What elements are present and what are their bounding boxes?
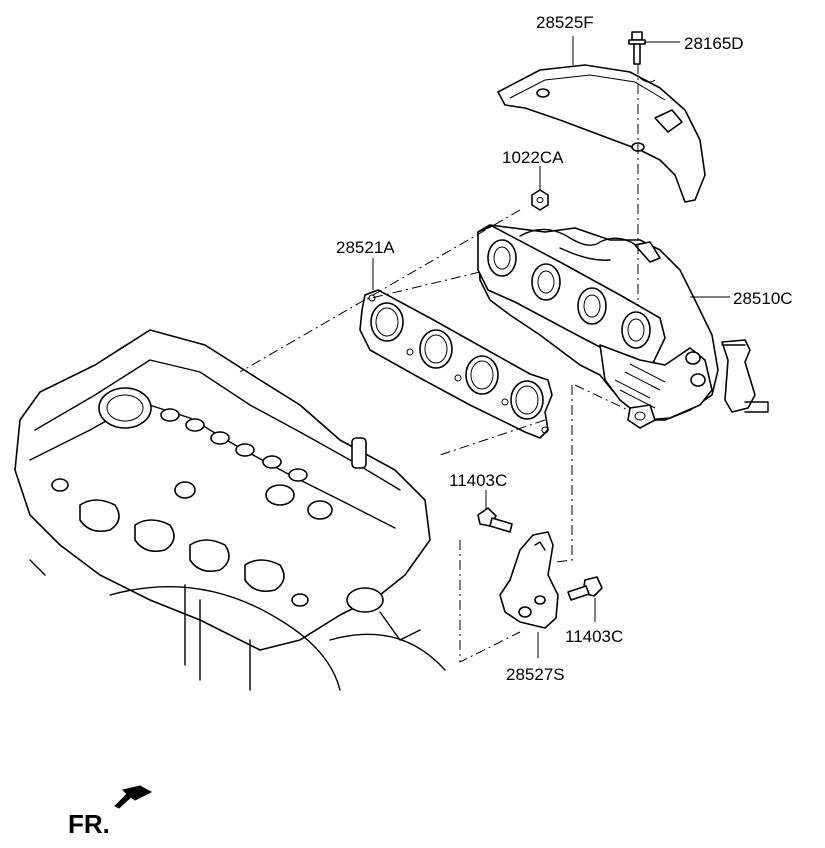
bracket-bolt-bottom: [567, 576, 603, 601]
label-11403C-top: 11403C: [449, 471, 507, 490]
exhaust-manifold: [477, 224, 769, 429]
front-arrow-icon: [114, 785, 153, 809]
cylinder-head: [14, 329, 446, 691]
label-1022CA: 1022CA: [502, 148, 564, 167]
nut: [531, 189, 549, 211]
heat-shield: [497, 64, 706, 203]
assembly-lines: [239, 64, 639, 663]
label-28165D: 28165D: [684, 34, 744, 53]
label-28510C: 28510C: [733, 289, 793, 308]
label-28527S: 28527S: [506, 665, 565, 684]
gasket: [359, 289, 553, 439]
front-label: FR.: [68, 809, 110, 839]
bracket: [499, 531, 559, 629]
label-11403C-bottom: 11403C: [565, 627, 623, 646]
bracket-bolt-top: [477, 507, 513, 533]
shield-bolt: [628, 31, 646, 65]
leader-lines: [372, 36, 730, 658]
front-indicator: FR.: [68, 785, 153, 839]
label-28521A: 28521A: [336, 238, 395, 257]
label-28525F: 28525F: [536, 13, 594, 32]
